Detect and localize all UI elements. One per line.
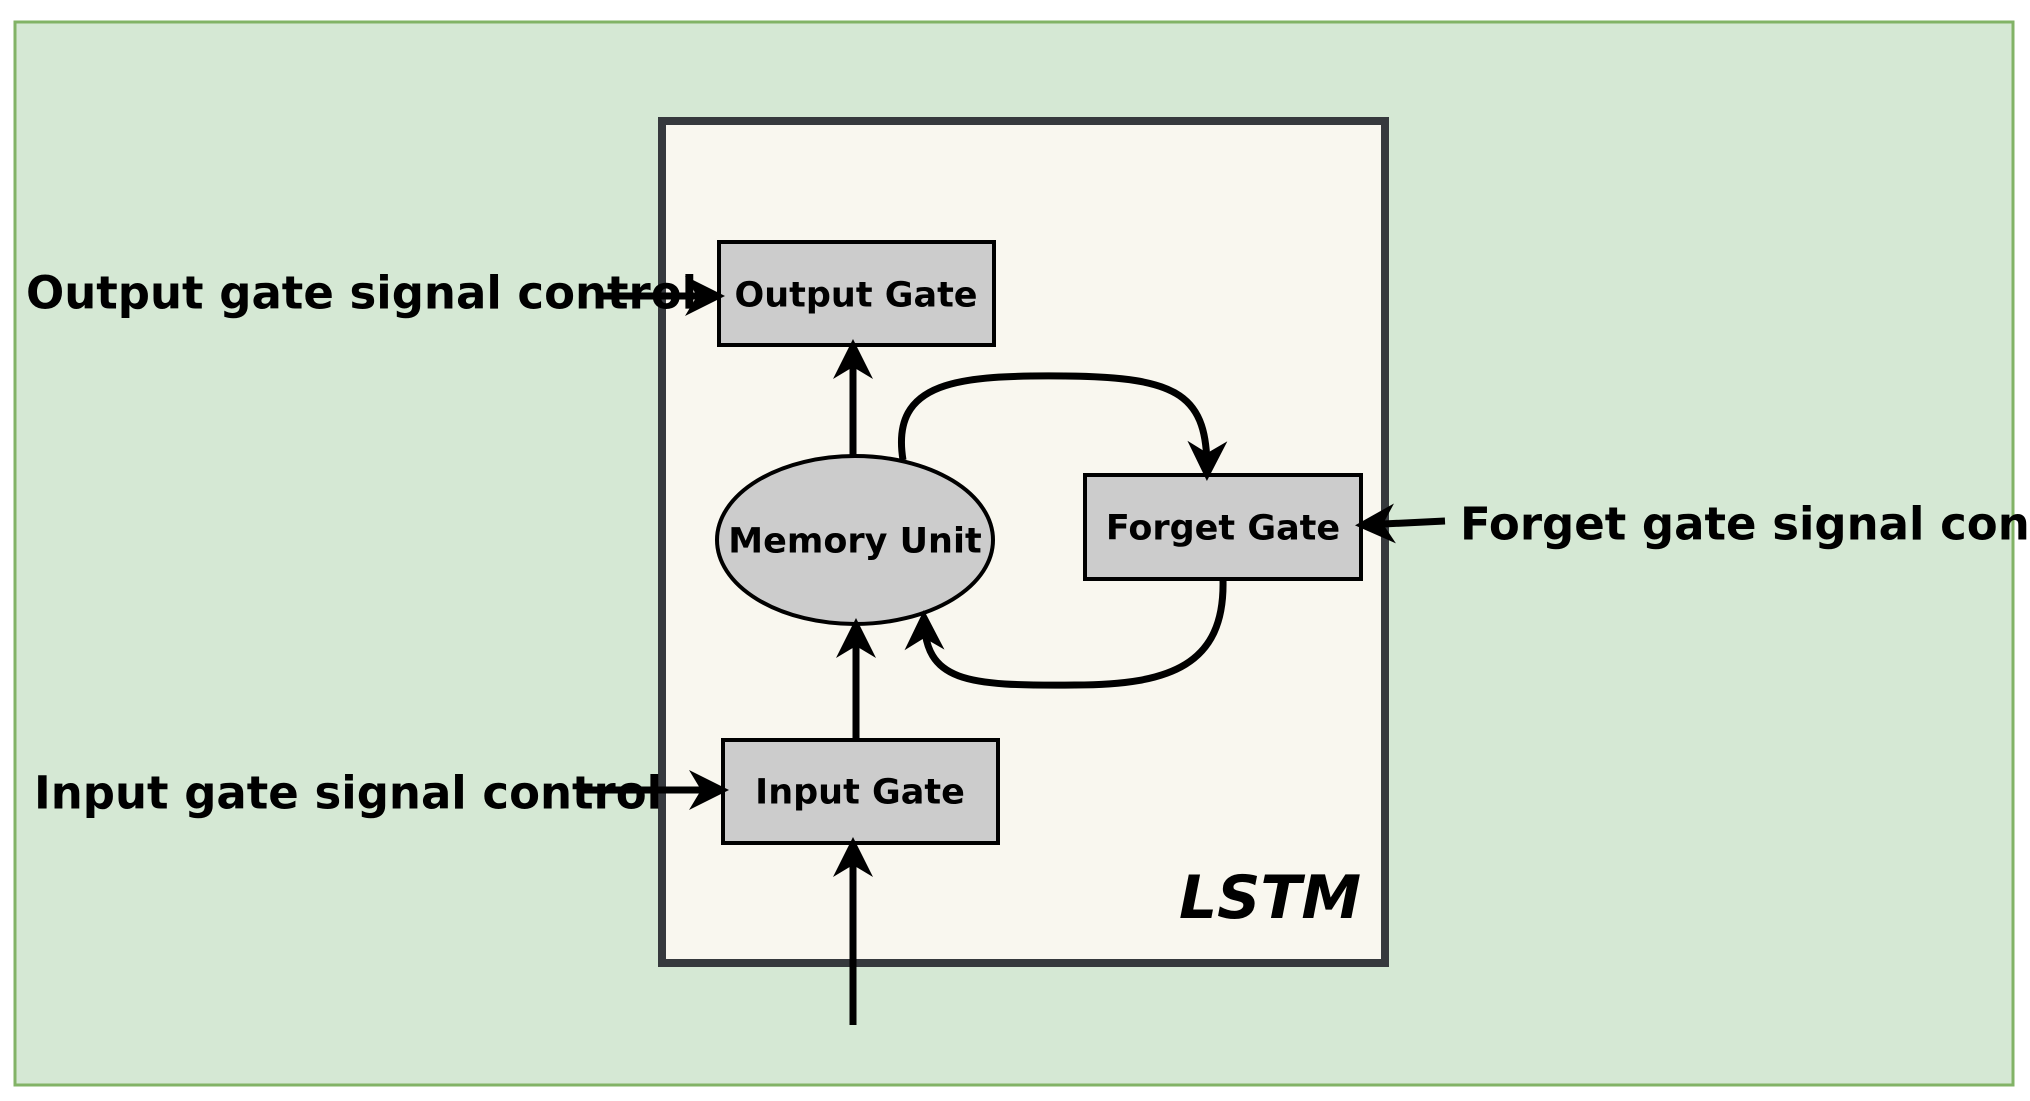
input-gate-label: Input Gate bbox=[755, 772, 965, 813]
input-signal-label: Input gate signal control bbox=[34, 766, 663, 820]
forget-signal-arrow bbox=[1355, 503, 1446, 544]
forget-signal-label: Forget gate signal control bbox=[1460, 497, 2030, 551]
memory-to-forget-curve bbox=[898, 372, 1228, 481]
forget-gate-label: Forget Gate bbox=[1105, 508, 1341, 549]
lstm-title: LSTM bbox=[1178, 863, 1362, 933]
memory-unit-label: Memory Unit bbox=[728, 521, 982, 562]
forget-gate-box[interactable] bbox=[1083, 473, 1363, 581]
forget-to-memory-curve bbox=[904, 579, 1227, 689]
output-gate-label: Output Gate bbox=[734, 275, 978, 316]
output-signal-label: Output gate signal control bbox=[26, 266, 698, 320]
